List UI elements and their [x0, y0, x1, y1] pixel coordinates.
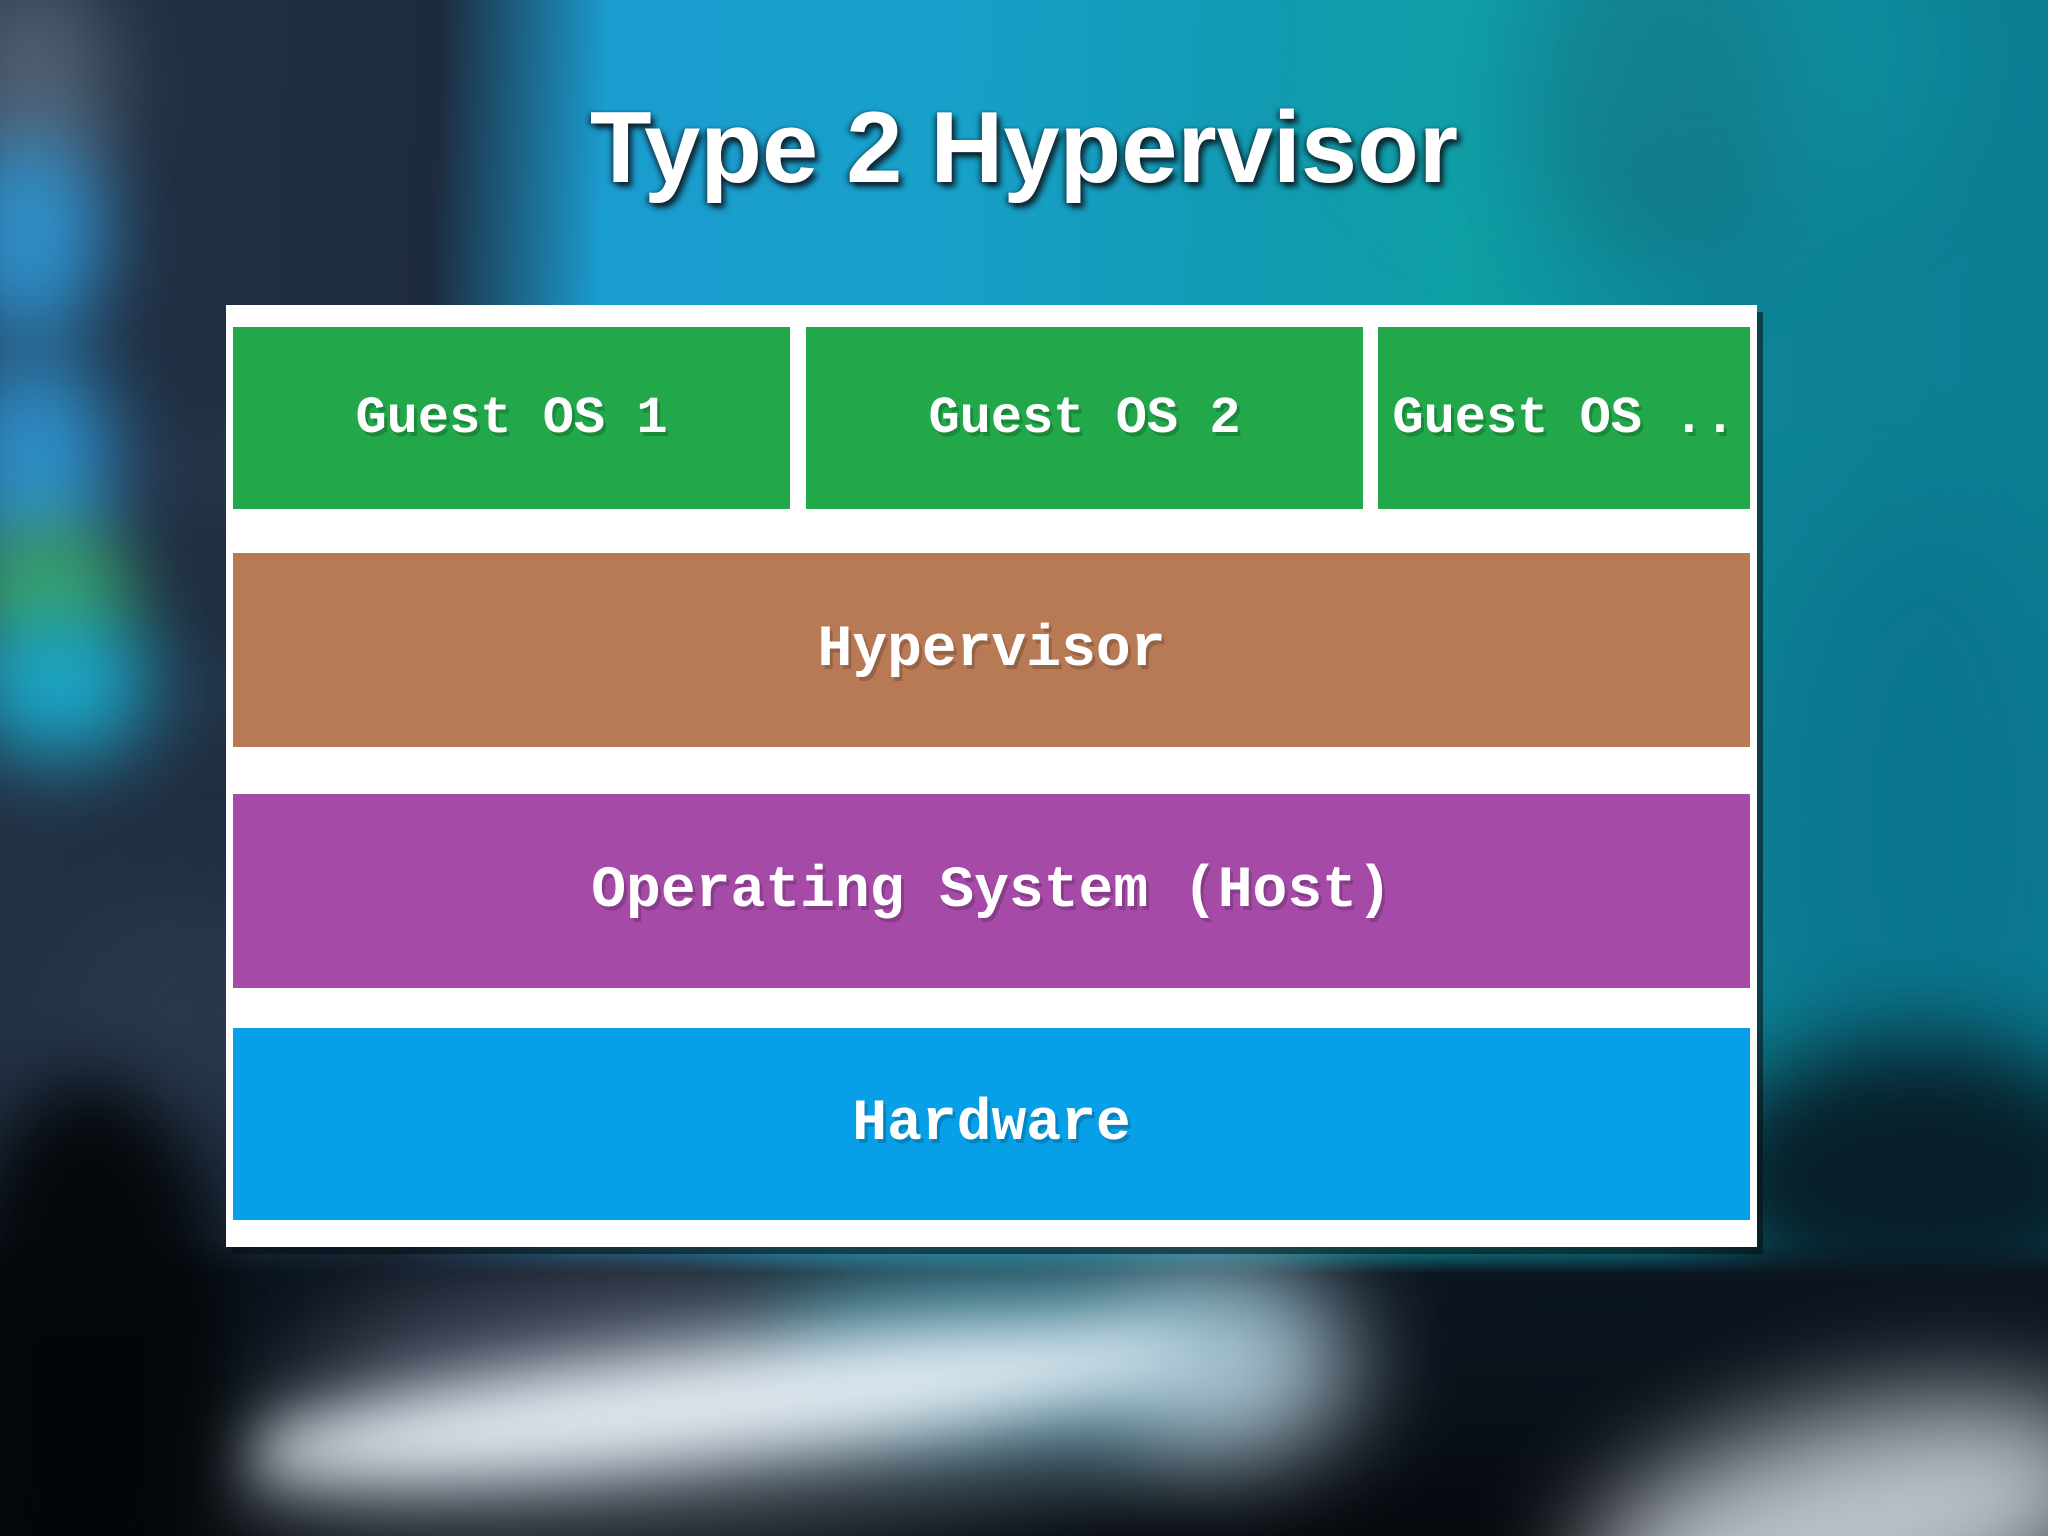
guest-os-n-label: Guest OS ..: [1392, 388, 1736, 448]
guest-os-1-label: Guest OS 1: [355, 388, 668, 448]
hardware-layer-bar: Hardware: [233, 1028, 1750, 1220]
hypervisor-layer-bar: Hypervisor: [233, 553, 1750, 747]
slide-title: Type 2 Hypervisor: [589, 92, 1459, 204]
background-shadow: [0, 1080, 230, 1536]
hardware-label: Hardware: [852, 1091, 1131, 1157]
background-glow: [0, 610, 155, 760]
host-os-label: Operating System (Host): [591, 858, 1392, 924]
guest-os-1-box: Guest OS 1: [233, 327, 790, 509]
guest-os-2-box: Guest OS 2: [806, 327, 1363, 509]
hypervisor-label: Hypervisor: [817, 617, 1166, 683]
guest-os-n-box: Guest OS ..: [1378, 327, 1750, 509]
background-light-streak: [1110, 1285, 1350, 1455]
diagram-panel: Guest OS 1 Guest OS 2 Guest OS .. Hyperv…: [226, 305, 1757, 1247]
host-os-layer-bar: Operating System (Host): [233, 794, 1750, 988]
guest-os-2-label: Guest OS 2: [928, 388, 1241, 448]
background-shadow: [1757, 500, 2048, 1140]
